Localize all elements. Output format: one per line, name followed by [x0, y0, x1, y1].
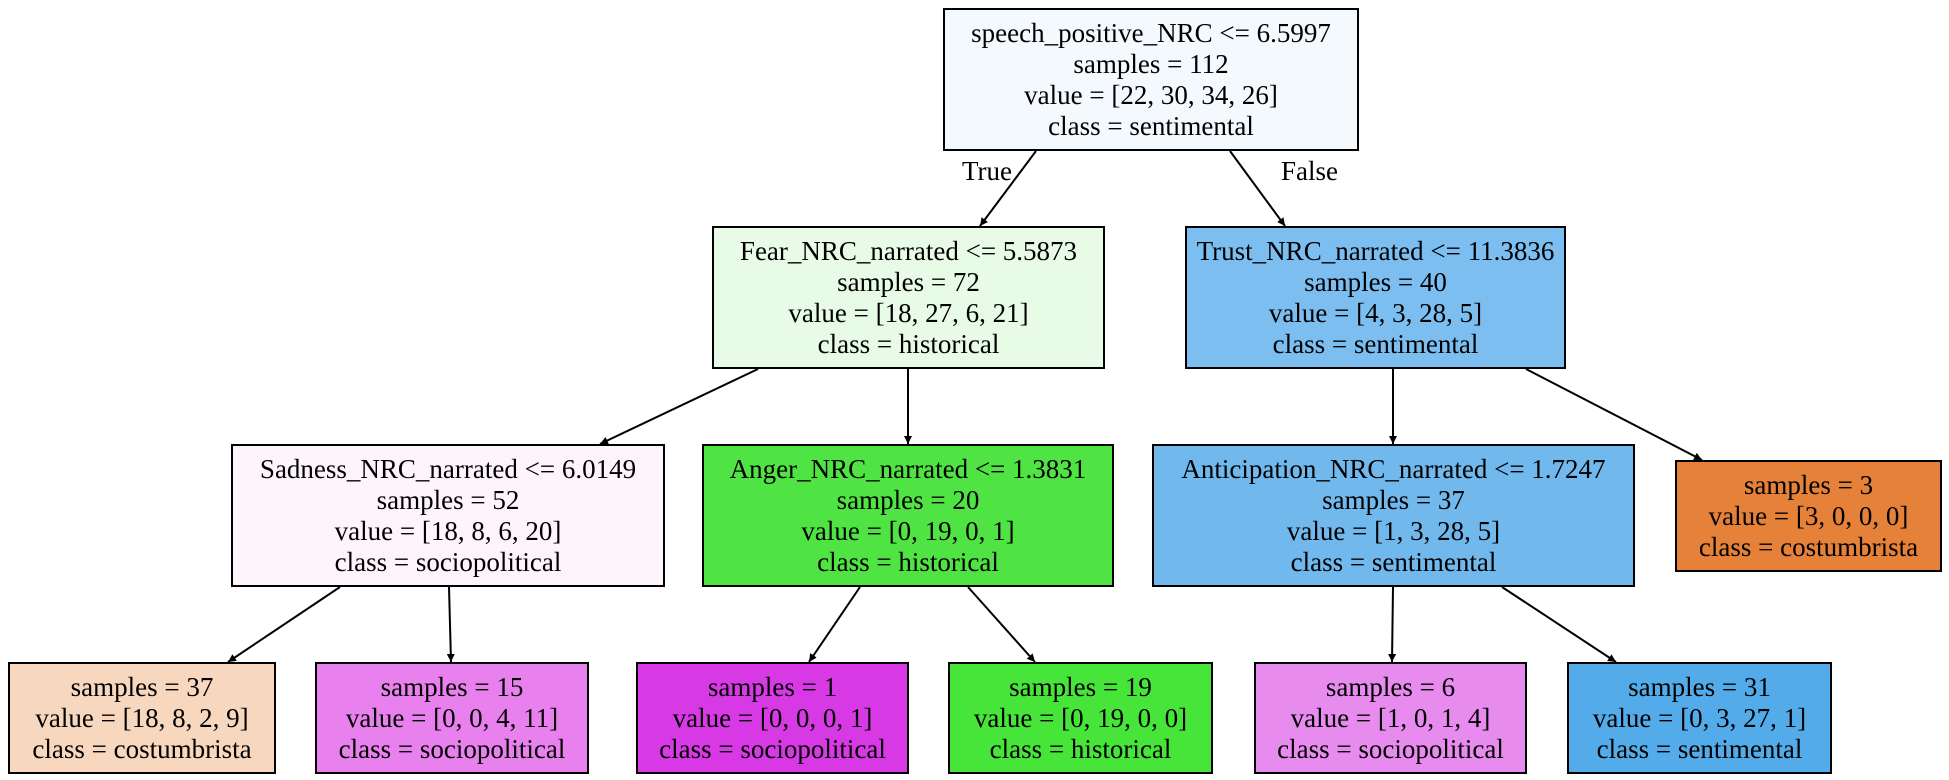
edge-anticipation-leaf5: [1388, 586, 1397, 663]
tree-node-root: speech_positive_NRC <= 6.5997 samples = …: [943, 8, 1359, 151]
tree-node-sadness: Sadness_NRC_narrated <= 6.0149 samples =…: [231, 444, 665, 587]
tree-node-fear: Fear_NRC_narrated <= 5.5873 samples = 72…: [712, 226, 1105, 369]
node-class: class = sentimental: [1048, 110, 1254, 141]
node-value: value = [1, 3, 28, 5]: [1286, 515, 1501, 546]
node-samples: samples = 1: [707, 671, 838, 702]
node-value: value = [4, 3, 28, 5]: [1268, 297, 1483, 328]
node-samples: samples = 3: [1743, 469, 1874, 500]
tree-leaf-6: samples = 31 value = [0, 3, 27, 1] class…: [1567, 662, 1832, 774]
node-value: value = [1, 0, 1, 4]: [1290, 702, 1491, 733]
node-condition: Sadness_NRC_narrated <= 6.0149: [259, 453, 637, 484]
edge-root-trust: [1229, 150, 1286, 227]
node-class: class = sociopolitical: [659, 733, 886, 764]
node-class: class = historical: [989, 733, 1172, 764]
node-condition: Anticipation_NRC_narrated <= 1.7247: [1181, 453, 1606, 484]
node-condition: Fear_NRC_narrated <= 5.5873: [739, 235, 1078, 266]
node-samples: samples = 15: [380, 671, 524, 702]
edge-fear-sadness: [599, 368, 759, 445]
tree-leaf-2: samples = 15 value = [0, 0, 4, 11] class…: [315, 662, 589, 774]
node-samples: samples = 37: [1322, 484, 1465, 515]
node-value: value = [0, 0, 4, 11]: [345, 702, 559, 733]
edge-anger-leaf3: [808, 586, 861, 663]
tree-node-anticipation: Anticipation_NRC_narrated <= 1.7247 samp…: [1152, 444, 1635, 587]
node-class: class = sentimental: [1596, 733, 1803, 764]
node-samples: samples = 19: [1009, 671, 1152, 702]
edge-anger-leaf4: [967, 586, 1036, 663]
tree-leaf-3: samples = 1 value = [0, 0, 0, 1] class =…: [636, 662, 909, 774]
node-value: value = [0, 3, 27, 1]: [1592, 702, 1807, 733]
node-value: value = [0, 19, 0, 1]: [801, 515, 1015, 546]
node-class: class = sentimental: [1272, 328, 1479, 359]
edge-trust-leaf: [1525, 368, 1703, 461]
node-samples: samples = 37: [70, 671, 214, 702]
node-samples: samples = 20: [836, 484, 980, 515]
tree-node-trust: Trust_NRC_narrated <= 11.3836 samples = …: [1185, 226, 1566, 369]
node-condition: Anger_NRC_narrated <= 1.3831: [729, 453, 1087, 484]
node-value: value = [22, 30, 34, 26]: [1024, 79, 1278, 110]
node-value: value = [18, 8, 6, 20]: [334, 515, 562, 546]
node-value: value = [18, 8, 2, 9]: [35, 702, 249, 733]
tree-leaf-4: samples = 19 value = [0, 19, 0, 0] class…: [948, 662, 1213, 774]
node-condition: Trust_NRC_narrated <= 11.3836: [1196, 235, 1555, 266]
edge-label-false: False: [1281, 156, 1338, 186]
node-condition: speech_positive_NRC <= 6.5997: [971, 17, 1331, 48]
node-samples: samples = 6: [1325, 671, 1456, 702]
edge-anticipation-leaf6: [1501, 586, 1617, 663]
node-class: class = historical: [817, 328, 1000, 359]
node-samples: samples = 72: [837, 266, 980, 297]
node-samples: samples = 31: [1628, 671, 1771, 702]
node-samples: samples = 52: [376, 484, 520, 515]
node-value: value = [0, 0, 0, 1]: [672, 702, 873, 733]
edge-label-true: True: [962, 156, 1013, 186]
node-value: value = [0, 19, 0, 0]: [973, 702, 1188, 733]
node-class: class = sociopolitical: [338, 733, 566, 764]
node-samples: samples = 112: [1073, 48, 1229, 79]
edge-sadness-leaf1: [227, 586, 341, 663]
node-class: class = sociopolitical: [334, 546, 562, 577]
edge-root-fear: [979, 150, 1037, 227]
node-value: value = [18, 27, 6, 21]: [788, 297, 1029, 328]
node-class: class = costumbrista: [1698, 531, 1919, 562]
node-samples: samples = 40: [1304, 266, 1447, 297]
node-value: value = [3, 0, 0, 0]: [1708, 500, 1909, 531]
node-class: class = sentimental: [1290, 546, 1497, 577]
node-class: class = historical: [817, 546, 999, 577]
tree-leaf-5: samples = 6 value = [1, 0, 1, 4] class =…: [1254, 662, 1527, 774]
edge-sadness-leaf2: [446, 586, 455, 663]
tree-node-anger: Anger_NRC_narrated <= 1.3831 samples = 2…: [702, 444, 1114, 587]
tree-leaf-1: samples = 37 value = [18, 8, 2, 9] class…: [8, 662, 276, 774]
tree-leaf-costumbrista: samples = 3 value = [3, 0, 0, 0] class =…: [1675, 460, 1942, 572]
node-class: class = sociopolitical: [1277, 733, 1504, 764]
node-class: class = costumbrista: [32, 733, 252, 764]
